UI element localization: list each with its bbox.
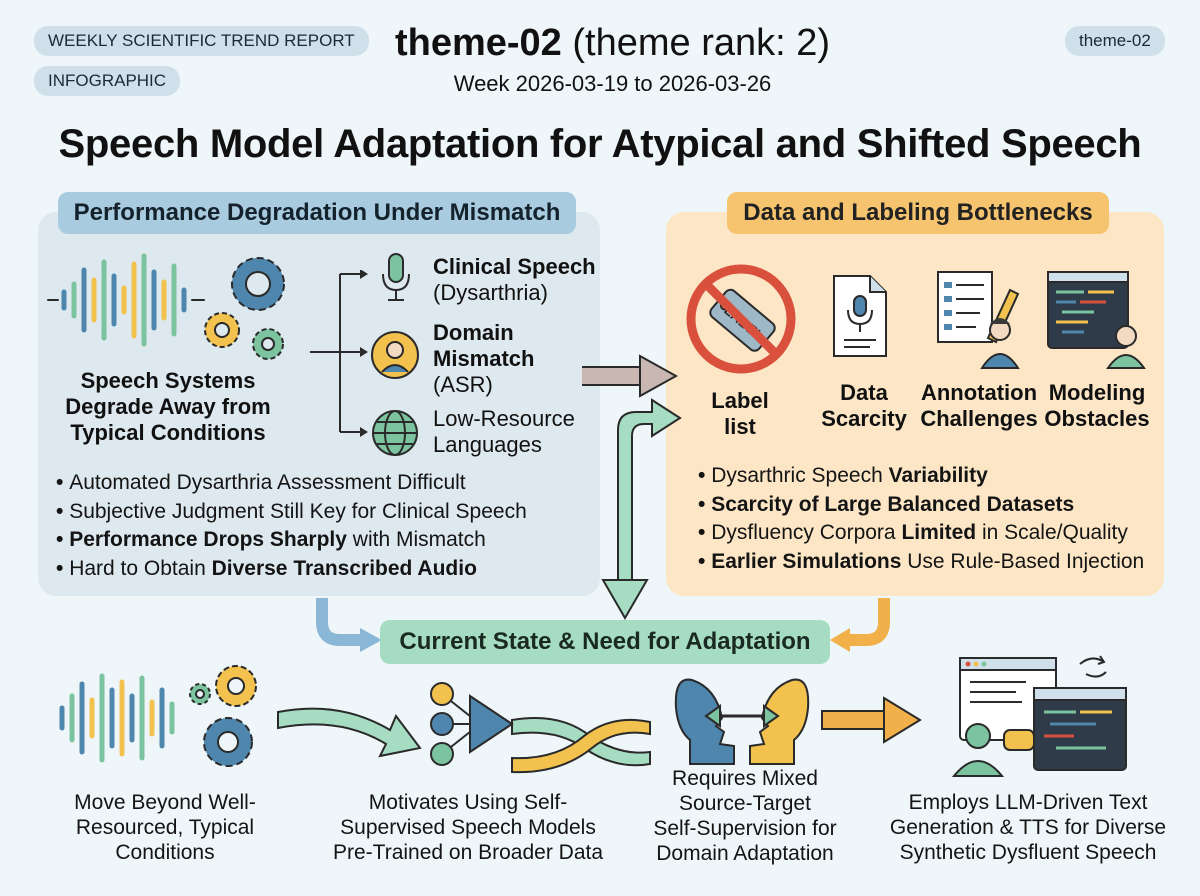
right-panel-bullets: Dysarthric Speech Variability Scarcity o… bbox=[698, 462, 1144, 576]
left-bullet: Subjective Judgment Still Key for Clinic… bbox=[56, 498, 527, 527]
neural-network-icon bbox=[430, 682, 514, 766]
modeling-obstacles-caption: Modeling Obstacles bbox=[1044, 380, 1150, 431]
report-type-badge: WEEKLY SCIENTIFIC TREND REPORT bbox=[34, 26, 369, 56]
step-2-caption: Motivates Using Self- Supervised Speech … bbox=[332, 791, 604, 864]
left-bullet: Hard to Obtain Diverse Transcribed Audio bbox=[56, 555, 527, 584]
right-bullet: Dysfluency Corpora Limited in Scale/Qual… bbox=[698, 519, 1144, 548]
theme-heading: theme-02 (theme rank: 2) bbox=[0, 22, 1200, 65]
clinical-speech-item: Clinical Speech (Dysarthria) bbox=[433, 254, 596, 305]
left-down-arrow bbox=[316, 598, 362, 646]
left-panel-bullets: Automated Dysarthria Assessment Difficul… bbox=[56, 469, 527, 583]
step-4-caption: Employs LLM-Driven Text Generation & TTS… bbox=[889, 791, 1167, 864]
annotation-challenges-caption: Annotation Challenges bbox=[920, 380, 1038, 431]
annotation-icon bbox=[937, 271, 1020, 369]
heads-exchange-icon bbox=[674, 678, 810, 765]
right-panel-title: Data and Labeling Bottlenecks bbox=[727, 192, 1109, 234]
step-1-caption: Move Beyond Well- Resourced, Typical Con… bbox=[74, 791, 256, 864]
no-label-icon: LABEL bbox=[686, 264, 796, 374]
right-down-arrow bbox=[848, 598, 890, 646]
feedback-double-arrow bbox=[601, 398, 682, 620]
left-down-arrow-head bbox=[360, 628, 382, 652]
infographic-badge: INFOGRAPHIC bbox=[34, 66, 181, 96]
week-range: Week 2026-03-19 to 2026-03-26 bbox=[453, 71, 772, 96]
left-bullet: Automated Dysarthria Assessment Difficul… bbox=[56, 469, 527, 498]
theme-rank: (theme rank: 2) bbox=[572, 22, 831, 64]
left-panel-title: Performance Degradation Under Mismatch bbox=[58, 192, 576, 234]
audio-document-icon bbox=[833, 275, 887, 357]
label-list-caption: Label list bbox=[711, 388, 769, 439]
branch-arrows bbox=[310, 270, 368, 437]
domain-mismatch-item: Domain Mismatch (ASR) bbox=[433, 320, 535, 397]
globe-icon bbox=[372, 410, 418, 456]
person-icon bbox=[371, 331, 419, 379]
main-title: Speech Model Adaptation for Atypical and… bbox=[58, 122, 1142, 166]
left-bullet: Performance Drops Sharply with Mismatch bbox=[56, 526, 527, 555]
waveform-gears-icon-bottom bbox=[59, 665, 257, 767]
right-bullet: Dysarthric Speech Variability bbox=[698, 462, 1144, 491]
data-scarcity-caption: Data Scarcity bbox=[821, 380, 907, 431]
microphone-icon bbox=[382, 253, 410, 301]
right-bullet: Scarcity of Large Balanced Datasets bbox=[698, 491, 1144, 520]
llm-tts-screens-icon bbox=[951, 655, 1127, 777]
theme-id: theme-02 bbox=[394, 22, 562, 64]
waveform-gears-icon bbox=[47, 253, 285, 360]
step-3-caption: Requires Mixed Source-Target Self-Superv… bbox=[653, 767, 837, 865]
right-bullet: Earlier Simulations Use Rule-Based Injec… bbox=[698, 548, 1144, 577]
code-screen-icon bbox=[1047, 271, 1146, 369]
theme-badge: theme-02 bbox=[1065, 26, 1165, 56]
right-down-arrow-head bbox=[830, 628, 850, 652]
middle-label: Current State & Need for Adaptation bbox=[380, 620, 830, 664]
system-degrade-caption: Speech Systems Degrade Away from Typical… bbox=[65, 368, 271, 445]
left-to-right-arrow bbox=[582, 354, 679, 398]
low-resource-languages-item: Low-Resource Languages bbox=[433, 406, 575, 457]
